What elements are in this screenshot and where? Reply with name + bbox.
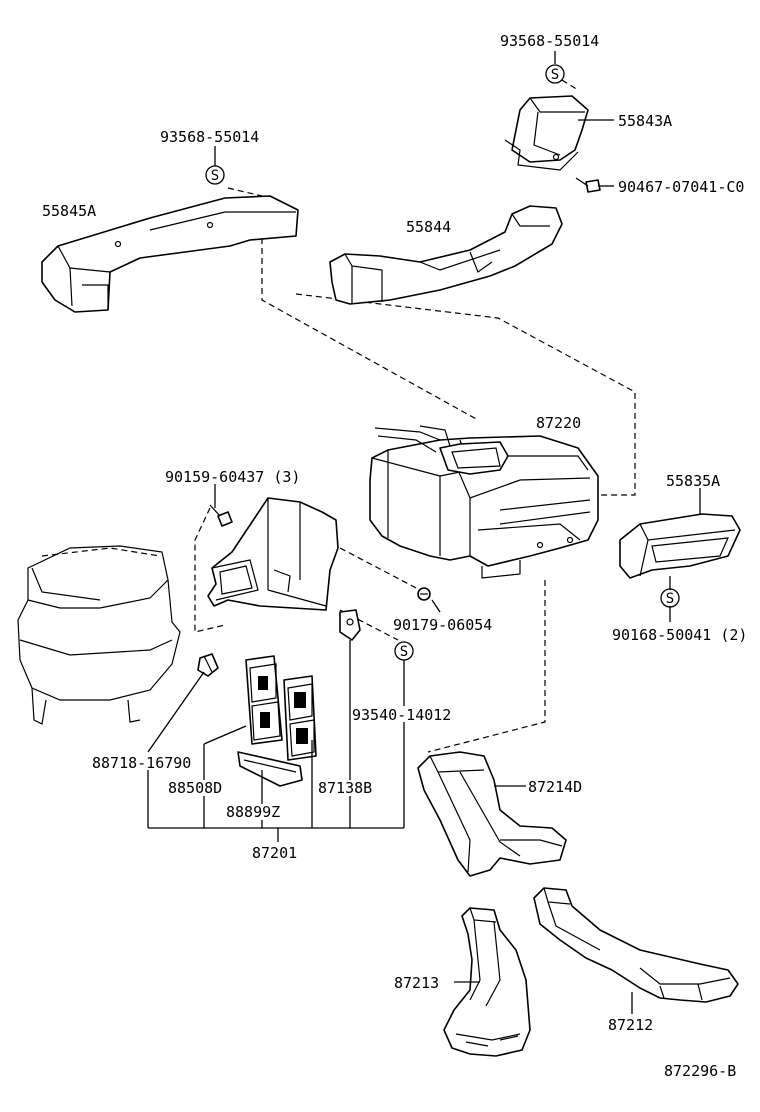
label-93540: 93540-14012 — [352, 706, 451, 724]
svg-text:S: S — [666, 591, 674, 607]
label-87220: 87220 — [536, 414, 581, 432]
duct-87213 — [443, 907, 531, 1057]
label-55843A: 55843A — [618, 112, 672, 130]
filter-88508D — [245, 655, 317, 761]
label-88508D: 88508D — [168, 779, 222, 797]
label-93568-top: 93568-55014 — [500, 32, 599, 50]
label-55844: 55844 — [406, 218, 451, 236]
duct-87214D — [417, 751, 567, 877]
leader-lines — [147, 51, 701, 1014]
duct-55844 — [329, 205, 563, 305]
screw-marker-right: S — [660, 588, 680, 608]
blower-housing — [17, 545, 181, 725]
clip-88718 — [197, 653, 219, 677]
label-90467: 90467-07041-C0 — [618, 178, 744, 196]
label-55835A: 55835A — [666, 472, 720, 490]
outlet-55835A — [619, 513, 741, 579]
assembly-dashed-lines — [194, 79, 636, 753]
svg-text:S: S — [211, 168, 219, 184]
label-87201: 87201 — [252, 844, 297, 862]
label-93568-left: 93568-55014 — [160, 128, 259, 146]
svg-text:S: S — [400, 644, 408, 660]
label-87138B: 87138B — [318, 779, 372, 797]
duct-87212 — [533, 887, 739, 1003]
label-90168: 90168-50041 (2) — [612, 626, 747, 644]
bracket-87138B — [339, 609, 361, 641]
label-87213: 87213 — [394, 974, 439, 992]
label-55845A: 55845A — [42, 202, 96, 220]
frame-88899Z — [237, 751, 303, 787]
label-90159: 90159-60437 (3) — [165, 468, 300, 486]
label-87212: 87212 — [608, 1016, 653, 1034]
duct-55843A — [504, 95, 589, 171]
heater-unit-87220 — [369, 425, 599, 579]
screw-marker-top: S — [545, 64, 565, 84]
duct-55845A — [41, 195, 299, 313]
label-90179: 90179-06054 — [393, 616, 492, 634]
label-88718: 88718-16790 — [92, 754, 191, 772]
screw-90467 — [575, 177, 601, 193]
label-87214D: 87214D — [528, 778, 582, 796]
diagram-id: 872296-B — [664, 1062, 736, 1080]
label-88899Z: 88899Z — [226, 803, 280, 821]
svg-text:S: S — [551, 67, 559, 83]
case-bracket — [207, 497, 339, 611]
part-labels: 93568-55014 55843A 90467-07041-C0 93568-… — [42, 32, 747, 1080]
screw-90179 — [417, 587, 431, 601]
screw-90159 — [209, 504, 233, 527]
screw-marker-center: S — [394, 641, 414, 661]
screw-marker-left: S — [205, 165, 225, 185]
